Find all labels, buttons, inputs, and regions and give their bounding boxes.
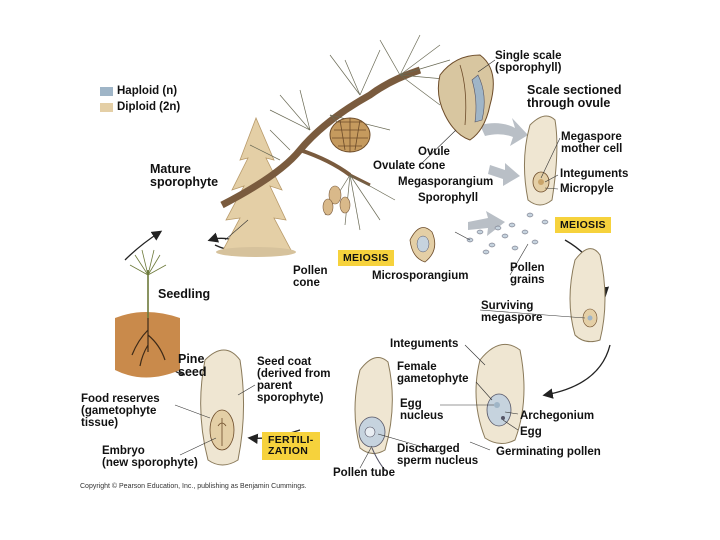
- label-germinating-pollen: Germinating pollen: [496, 446, 601, 458]
- label-megasporangium: Megasporangium: [398, 176, 493, 188]
- label-seedling: Seedling: [158, 288, 210, 301]
- label-micropyle: Micropyle: [560, 183, 614, 195]
- label-surviving-megaspore: Surviving megaspore: [481, 300, 542, 324]
- scale-sectioned: [524, 116, 556, 205]
- label-ovulate-cone: Ovulate cone: [373, 160, 445, 172]
- label-archegonium: Archegonium: [520, 410, 594, 422]
- meiosis-label-top: MEIOSIS: [555, 217, 611, 233]
- label-single-scale: Single scale (sporophyll): [495, 50, 561, 74]
- label-integuments-top: Integuments: [560, 168, 628, 180]
- legend-haploid: Haploid (n): [117, 85, 177, 97]
- label-sporophyll: Sporophyll: [418, 192, 478, 204]
- meiosis-label-mid: MEIOSIS: [338, 250, 394, 266]
- label-pine-seed: Pine seed: [178, 353, 207, 379]
- block-arrow-pollen: [468, 211, 505, 236]
- label-integuments-mid: Integuments: [390, 338, 458, 350]
- seedling: [115, 250, 180, 378]
- label-pollen-tube: Pollen tube: [333, 467, 395, 479]
- label-female-gametophyte: Female gametophyte: [397, 361, 469, 385]
- label-discharged-sperm: Discharged sperm nucleus: [397, 443, 478, 467]
- label-ovule: Ovule: [418, 146, 450, 158]
- haploid-swatch: [100, 87, 113, 96]
- pollen-grain-scatter: [467, 213, 548, 254]
- label-mature-sporophyte: Mature sporophyte: [150, 163, 218, 189]
- label-seed-coat: Seed coat (derived from parent sporophyt…: [257, 356, 331, 404]
- legend-diploid: Diploid (2n): [117, 101, 180, 113]
- label-food-reserves: Food reserves (gametophyte tissue): [81, 393, 160, 429]
- pollen-cones: [323, 186, 350, 215]
- label-pollen-grains: Pollen grains: [510, 262, 545, 286]
- arrow-to-archegonium: [545, 345, 610, 395]
- pine-seed: [201, 350, 244, 465]
- surviving-megaspore-ovule: [570, 249, 605, 342]
- fertilization-label: FERTILI- ZATION: [262, 432, 320, 460]
- germinating-pollen-ovule: [476, 344, 524, 443]
- label-scale-sectioned: Scale sectioned through ovule: [527, 84, 622, 110]
- diploid-swatch: [100, 103, 113, 112]
- fertilization-ovule: [355, 358, 392, 471]
- label-megaspore-mother-cell: Megaspore mother cell: [561, 131, 622, 155]
- label-embryo: Embryo (new sporophyte): [102, 445, 198, 469]
- microsporangium: [410, 228, 435, 263]
- label-microsporangium: Microsporangium: [372, 270, 468, 282]
- label-egg: Egg: [520, 426, 542, 438]
- block-arrow-scale: [480, 118, 528, 146]
- copyright-notice: Copyright © Pearson Education, Inc., pub…: [80, 483, 307, 490]
- label-egg-nucleus: Egg nucleus: [400, 398, 443, 422]
- arrow-seedling-up: [125, 232, 160, 260]
- label-pollen-cone: Pollen cone: [293, 265, 328, 289]
- ovulate-cone: [330, 118, 370, 152]
